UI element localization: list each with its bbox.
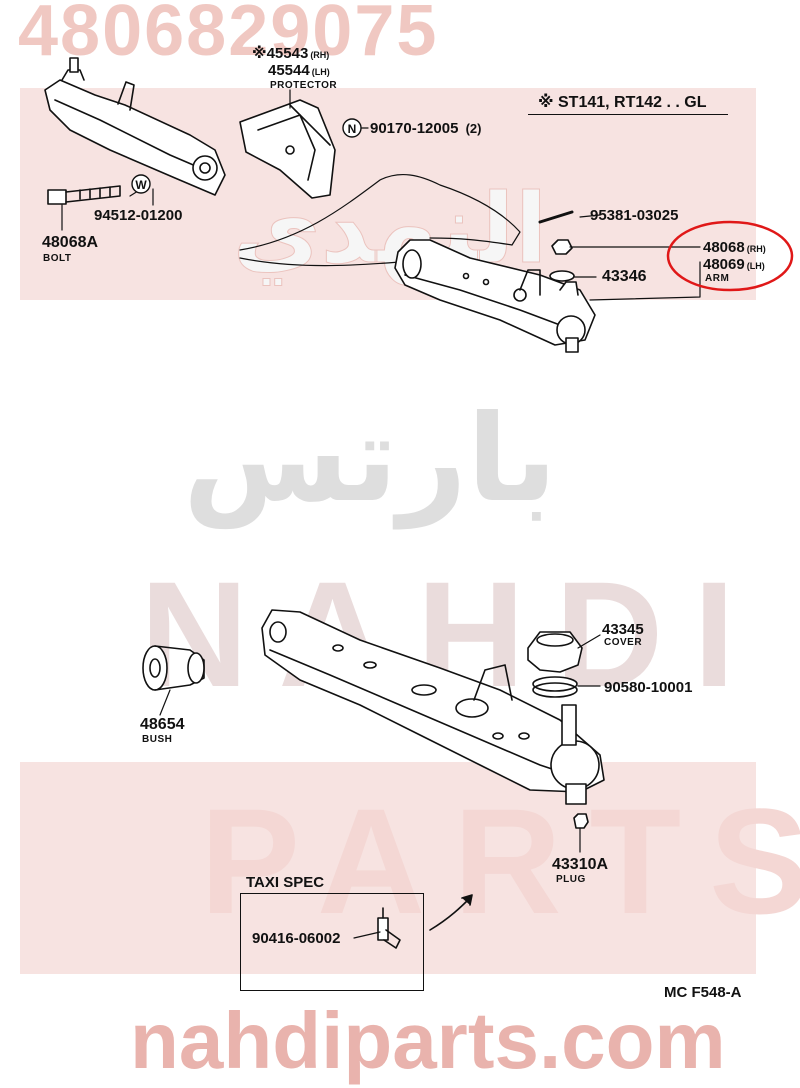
label-ring: 90580-10001 (604, 679, 693, 696)
label-bolt-name: BOLT (43, 253, 72, 264)
label-fitting: 90416-06002 (252, 930, 341, 947)
protector-bracket (239, 99, 336, 199)
label-bush: 48654 (140, 716, 185, 733)
protector-lh-suffix: (LH) (311, 67, 330, 77)
arm-rh-number: 48068 (703, 239, 745, 256)
diagram-reference: MC F548-A (664, 984, 742, 1001)
protector-lh-number: 45544 (268, 62, 310, 79)
label-arm-name: ARM (705, 273, 730, 284)
highlight-ellipse (666, 220, 794, 292)
label-protector-name: PROTECTOR (270, 80, 338, 91)
nut-part (551, 239, 573, 255)
cover-part (527, 631, 583, 673)
watermark-arabic-bottom: بارتس (183, 392, 557, 529)
ring-part (532, 676, 578, 698)
bolt-part (47, 185, 121, 205)
lower-arm-large (261, 609, 605, 805)
washer-symbol-text: W (135, 178, 147, 192)
arm-lh-suffix: (LH) (746, 261, 765, 271)
label-plug: 43310A (552, 856, 609, 873)
label-protector-rh: ※45543(RH) (252, 46, 329, 61)
protector-rh-suffix: (RH) (310, 50, 330, 60)
label-plug-name: PLUG (556, 874, 586, 885)
watermark-parts: PARTS (200, 777, 800, 945)
label-arm-lh: 48069(LH) (703, 257, 765, 272)
model-note: ※ ST141, RT142 . . GL (538, 94, 707, 111)
model-note-underline (528, 114, 728, 115)
label-cover: 43345 (602, 621, 644, 638)
lower-arm-top (394, 239, 596, 353)
washer-symbol-icon (131, 174, 151, 194)
label-pin: 95381-03025 (590, 207, 679, 224)
nut-number: 90170-12005 (370, 120, 459, 137)
label-bolt: 48068A (42, 234, 99, 251)
label-protector-lh: 45544(LH) (268, 63, 330, 78)
watermark-arabic-top: النهدي (233, 176, 548, 286)
taxi-spec-title: TAXI SPEC (246, 874, 325, 891)
label-top-part: 43346 (602, 268, 647, 285)
watermark-part-number: 4806829075 (18, 0, 439, 71)
label-cover-name: COVER (604, 637, 643, 648)
label-washer: 94512-01200 (94, 207, 183, 224)
arm-rh-suffix: (RH) (746, 244, 766, 254)
label-bush-name: BUSH (142, 734, 173, 745)
protector-rh-number: 45543 (266, 45, 309, 62)
label-nut: 90170-12005 (2) (370, 121, 481, 136)
taxi-arrow (429, 897, 471, 931)
watermark-site: nahdiparts.com (130, 996, 726, 1085)
washer-part-43346 (549, 270, 575, 282)
taxi-spec-box (240, 893, 424, 991)
upper-left-arm (44, 57, 226, 196)
plug-part (573, 813, 589, 829)
fitting-part (377, 907, 401, 949)
nut-symbol-text: N (348, 122, 357, 136)
label-arm-rh: 48068(RH) (703, 240, 766, 255)
protector-rh-mark: ※ (252, 45, 267, 62)
nut-symbol-icon (342, 118, 362, 138)
nut-qty: (2) (465, 121, 482, 136)
bush-part (142, 645, 205, 691)
arm-lh-number: 48069 (703, 256, 745, 273)
pin-part (538, 210, 574, 224)
